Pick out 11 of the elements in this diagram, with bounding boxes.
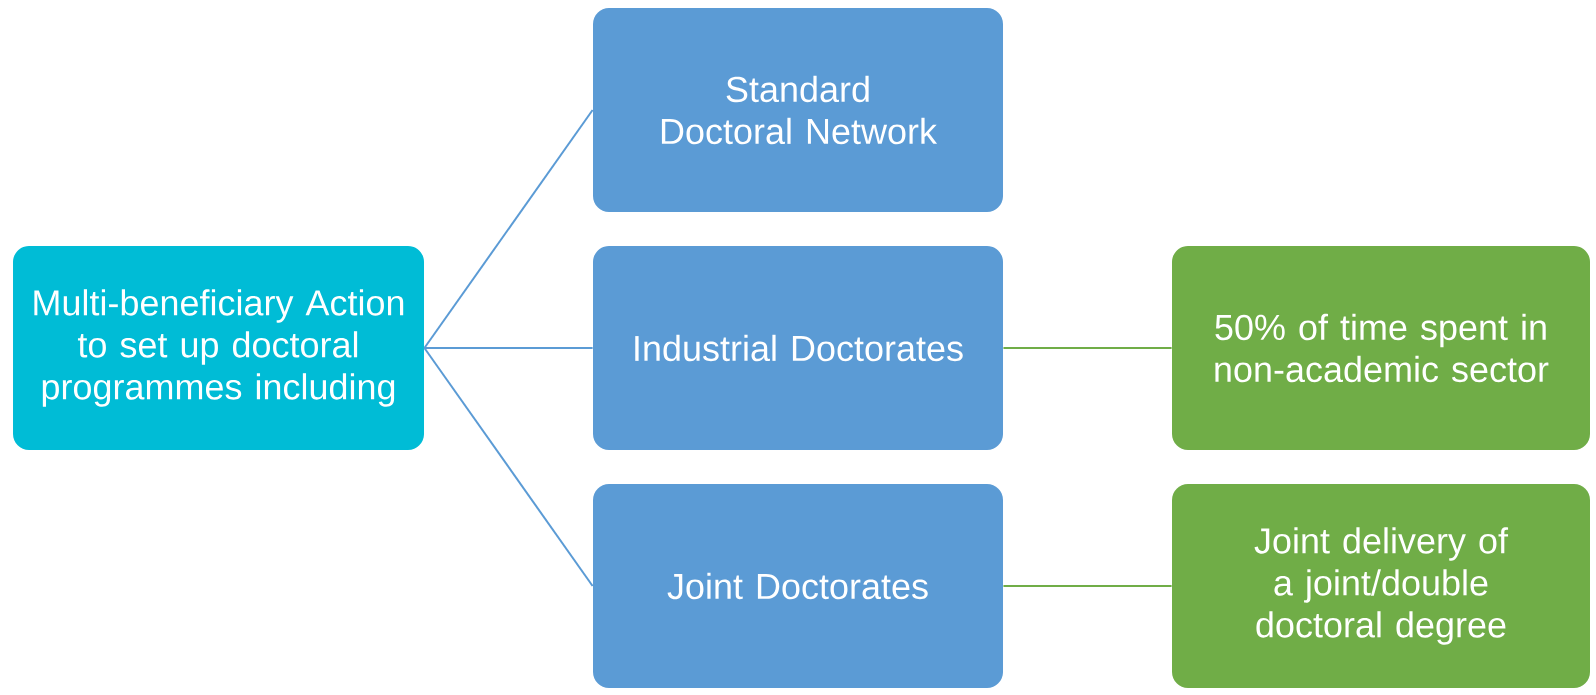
connector-line	[1002, 585, 1173, 587]
action-box: Multi-beneficiary Action to set up doctoral programmes including	[13, 246, 424, 450]
connector-line	[423, 347, 594, 587]
connector-line	[1002, 347, 1173, 349]
detail-box: 50% of time spent in non-academic sector	[1172, 246, 1590, 450]
category-box: Standard Doctoral Network	[593, 8, 1003, 212]
category-box: Joint Doctorates	[593, 484, 1003, 688]
category-box: Industrial Doctorates	[593, 246, 1003, 450]
connector-line	[423, 347, 594, 349]
connector-line	[423, 109, 594, 349]
detail-box: Joint delivery of a joint/double doctoral degree	[1172, 484, 1590, 688]
